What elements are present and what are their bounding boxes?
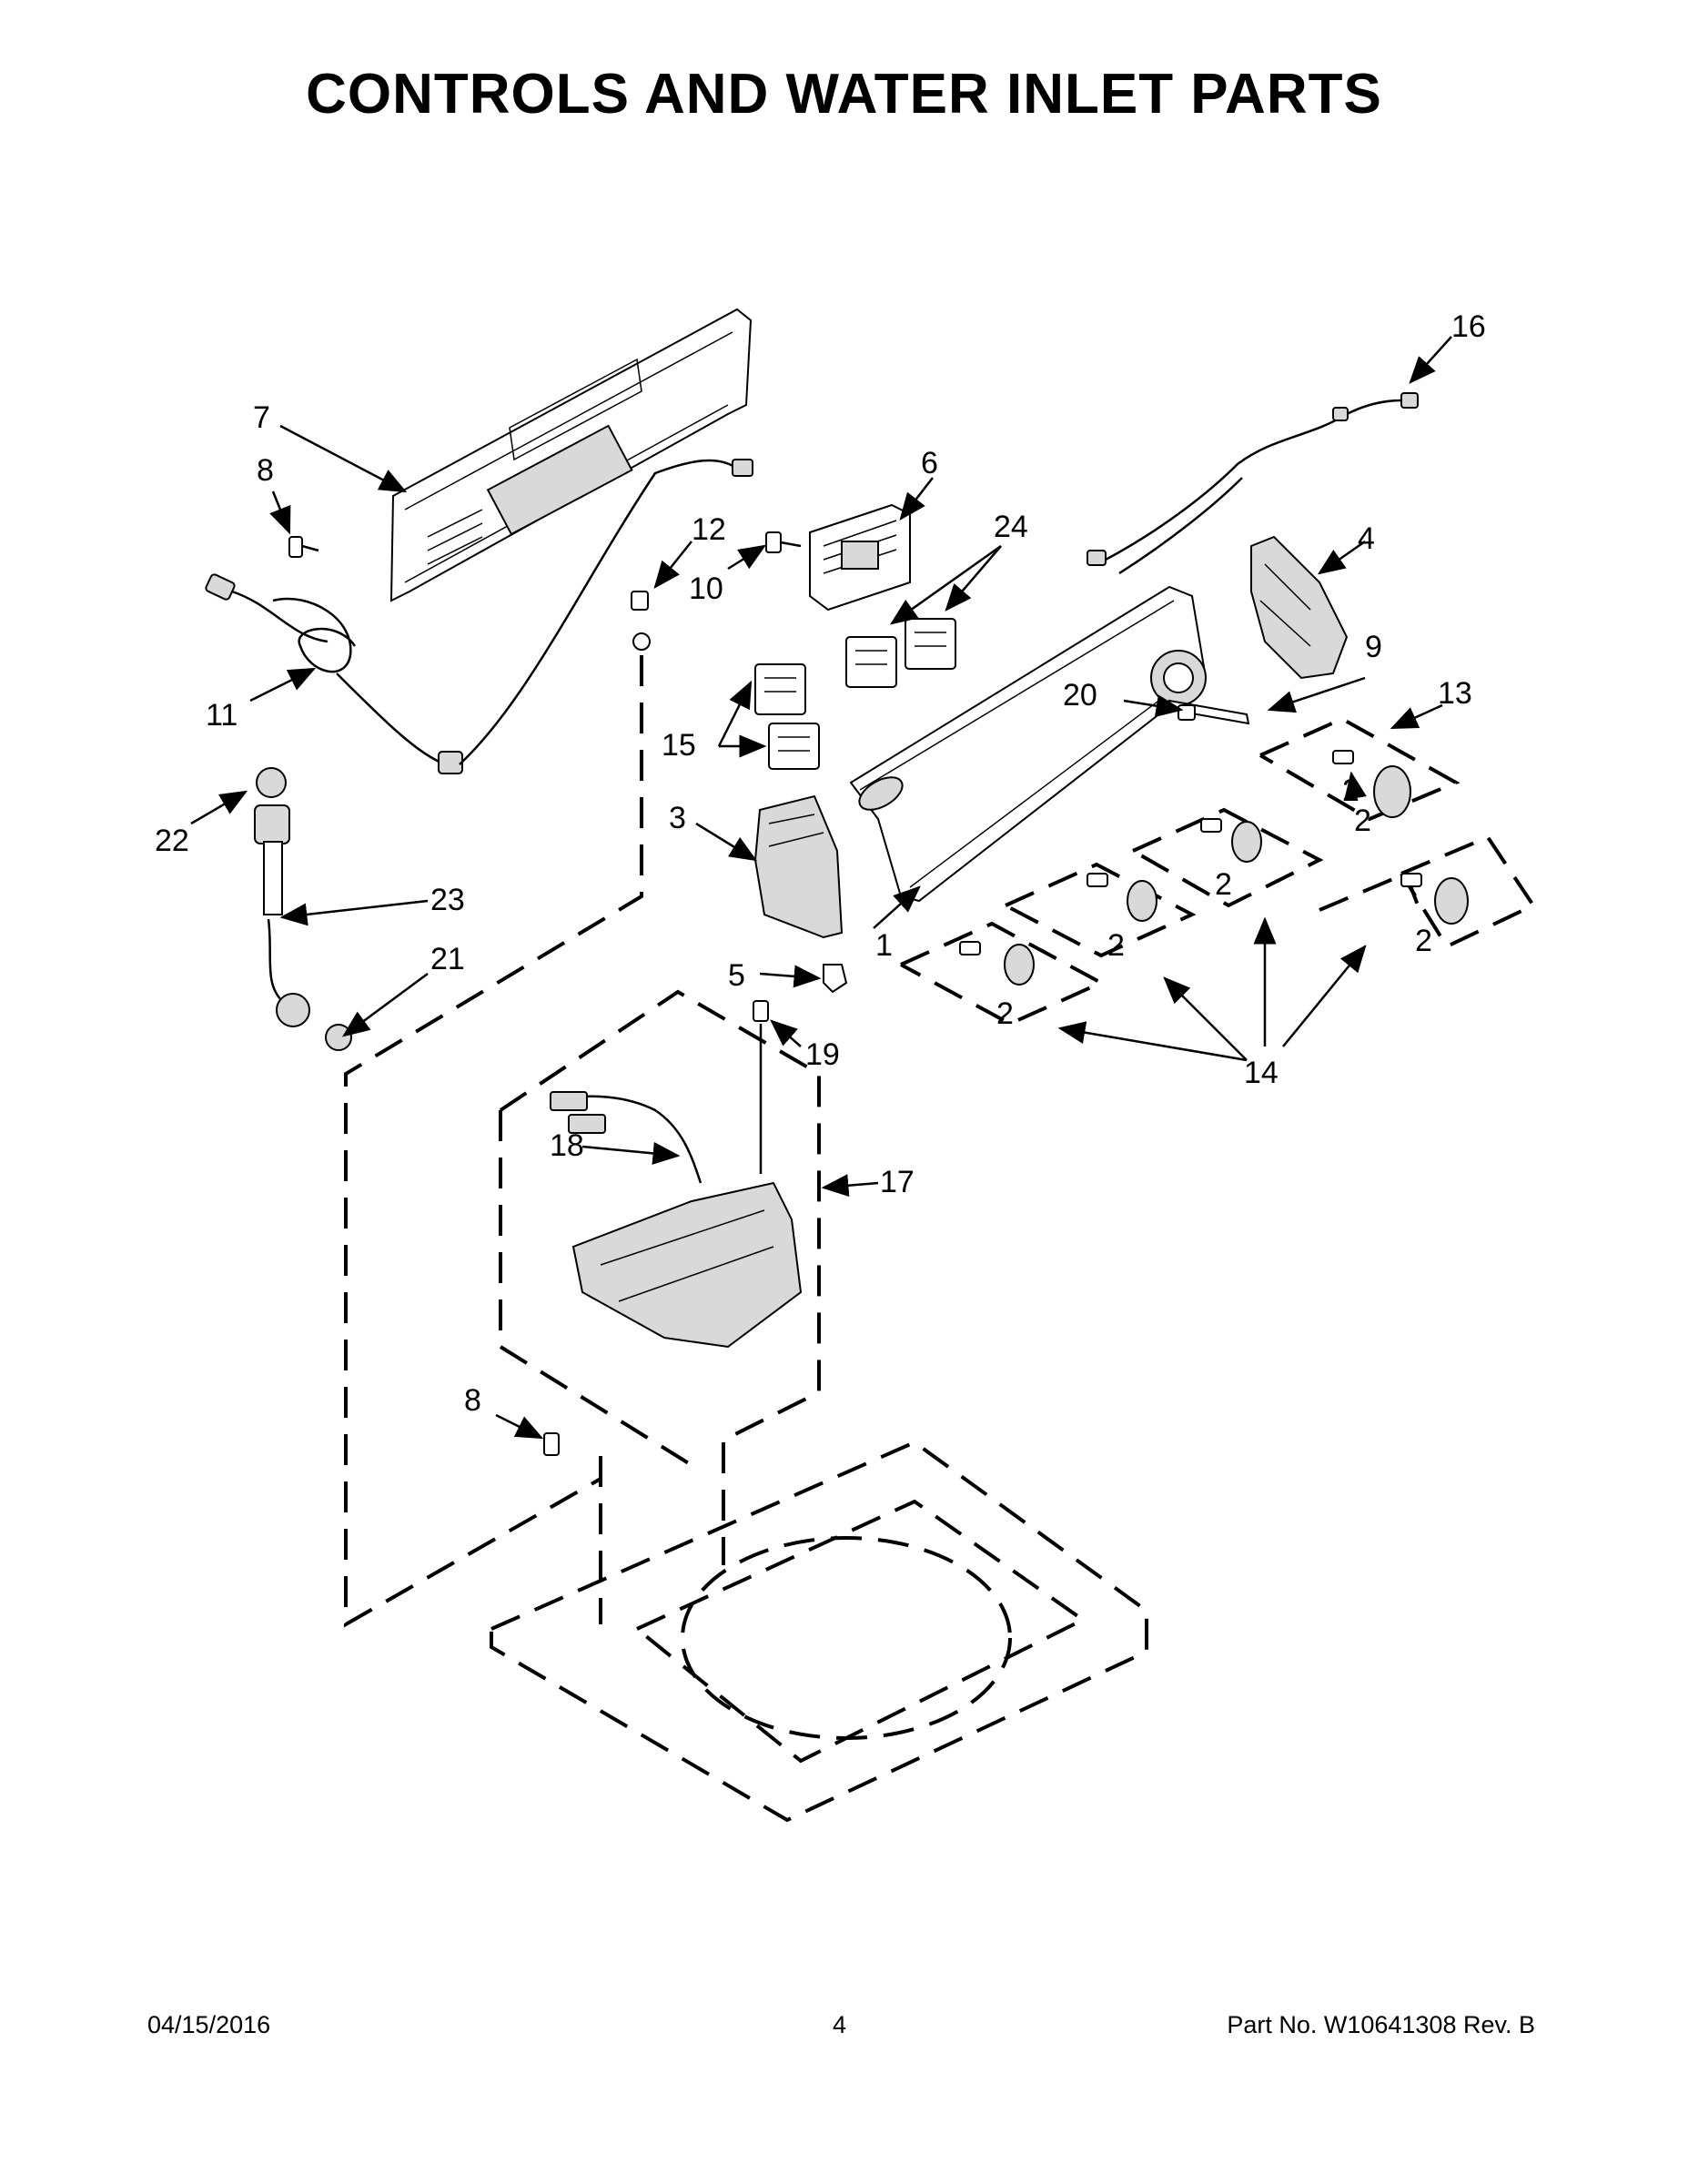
callout-24: 24 — [994, 510, 1028, 544]
callout-4: 4 — [1358, 521, 1375, 556]
callout-6: 6 — [921, 446, 938, 480]
ground-screw-icon — [631, 591, 651, 651]
footer-date: 04/15/2016 — [147, 2011, 271, 2038]
callout-20: 20 — [1063, 678, 1097, 713]
power-cord — [205, 459, 753, 774]
callout-8: 8 — [464, 1383, 481, 1418]
callout-2: 2 — [1342, 774, 1359, 808]
screw-icon — [288, 536, 319, 558]
control-board — [809, 503, 911, 612]
callout-15: 15 — [662, 728, 696, 763]
washer-top-cover — [490, 1440, 1148, 1823]
control-console — [849, 585, 1208, 903]
console-bracket — [1250, 535, 1349, 680]
clip-icon — [823, 964, 848, 994]
callout-2: 2 — [1415, 924, 1432, 958]
callout-10: 10 — [689, 571, 723, 606]
callout-12: 12 — [692, 512, 726, 547]
footer-page-number: 4 — [833, 2011, 847, 2038]
leader-arrows — [190, 336, 1452, 1440]
console-rear-panel — [389, 308, 753, 602]
water-valve-assembly — [499, 989, 821, 1467]
page-title: CONTROLS AND WATER INLET PARTS — [306, 63, 1382, 126]
callout-23: 23 — [430, 883, 465, 917]
callout-3: 3 — [669, 801, 686, 835]
dial-shaft — [1167, 699, 1250, 725]
callout-13: 13 — [1438, 676, 1472, 711]
connector-lines — [344, 655, 725, 1628]
callout-2: 2 — [1354, 804, 1371, 838]
callout-17: 17 — [880, 1165, 915, 1199]
inlet-hose-assembly — [254, 767, 352, 1051]
callout-18: 18 — [550, 1128, 584, 1163]
callout-2: 2 — [1215, 867, 1232, 902]
callout-8: 8 — [257, 453, 274, 488]
console-end-cap — [753, 794, 844, 939]
footer-part-number: Part No. W10641308 Rev. B — [1227, 2011, 1535, 2038]
callout-22: 22 — [155, 824, 189, 858]
knob-groups — [900, 716, 1536, 1026]
callout-19: 19 — [805, 1037, 840, 1072]
callout-1: 1 — [875, 928, 893, 963]
callout-14: 14 — [1244, 1056, 1279, 1090]
wire-harness — [1087, 392, 1419, 575]
callout-11: 11 — [206, 698, 238, 733]
screw-icon — [765, 531, 802, 553]
callout-2: 2 — [1107, 928, 1125, 963]
screw-icon — [543, 1432, 560, 1456]
callout-16: 16 — [1451, 309, 1486, 344]
callout-21: 21 — [430, 942, 465, 976]
callout-2: 2 — [996, 996, 1014, 1031]
callout-labels: 1 2 2 2 2 2 2 3 4 5 6 7 8 8 9 10 11 12 1… — [155, 309, 1486, 1418]
callout-5: 5 — [728, 958, 745, 993]
callout-9: 9 — [1365, 630, 1382, 664]
callout-7: 7 — [253, 400, 270, 435]
selector-switches — [754, 618, 956, 770]
